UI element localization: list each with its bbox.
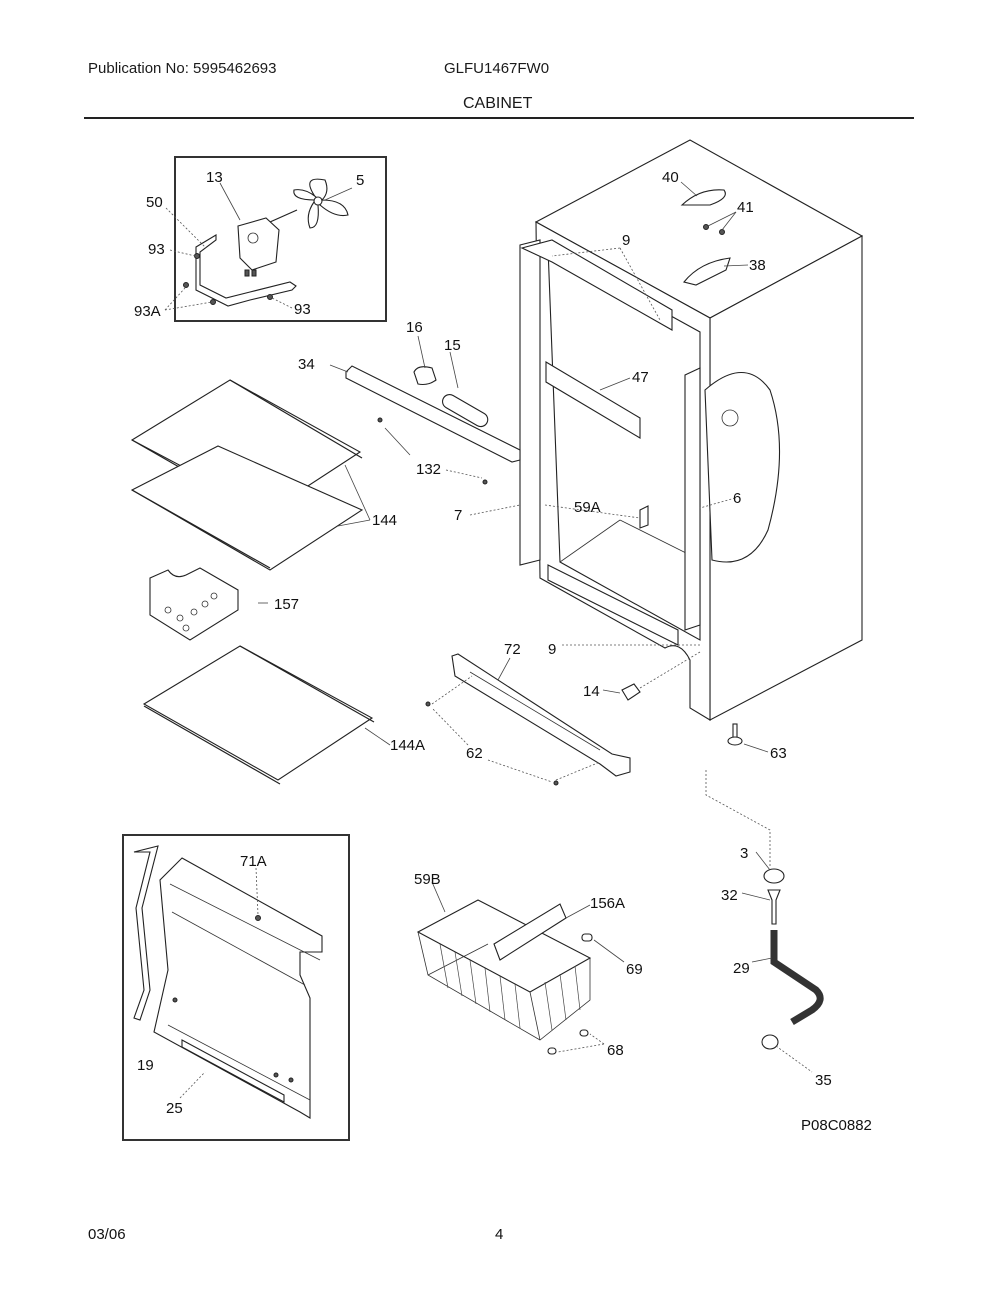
callout-93: 93 bbox=[294, 301, 311, 318]
top-breaker-strip bbox=[520, 239, 673, 331]
leveler-part-63: 63 bbox=[705, 723, 787, 868]
screw-93 bbox=[194, 253, 200, 259]
callout-63: 63 bbox=[770, 745, 787, 762]
callout-15: 15 bbox=[444, 337, 461, 354]
screw-62 bbox=[425, 701, 431, 707]
fitting-part-32 bbox=[767, 889, 781, 925]
callout-156A: 156A bbox=[590, 895, 625, 912]
page-number: 4 bbox=[495, 1226, 504, 1243]
callout-16: 16 bbox=[406, 319, 423, 336]
callout-38: 38 bbox=[749, 257, 766, 274]
door-shelf-part-25 bbox=[181, 1039, 285, 1103]
clip-part-68 bbox=[579, 1029, 589, 1037]
callout-13: 13 bbox=[206, 169, 223, 186]
light-assembly: 34 16 15 132 bbox=[298, 319, 521, 485]
socket-part-16 bbox=[413, 366, 437, 386]
clip-part-68 bbox=[547, 1047, 557, 1055]
bracket-part-50 bbox=[195, 234, 297, 307]
shelf-part-144A: 144A bbox=[142, 645, 425, 785]
hook-part-59A bbox=[639, 505, 649, 529]
screw-132 bbox=[377, 417, 383, 423]
fan-motor-inset: 13 5 50 93 93A 93 bbox=[134, 156, 387, 322]
callout-144A: 144A bbox=[390, 737, 425, 754]
shelves-144: 144 bbox=[130, 379, 397, 571]
cap-part-3 bbox=[763, 868, 785, 884]
callout-93A: 93A bbox=[134, 303, 161, 320]
door-liner-panel bbox=[153, 857, 323, 1119]
footer-date: 03/06 bbox=[88, 1226, 126, 1243]
callout-72: 72 bbox=[504, 641, 521, 658]
screw-62 bbox=[553, 780, 559, 786]
wire-basket-part-59B: 59B 156A 69 68 bbox=[414, 871, 643, 1059]
callout-34: 34 bbox=[298, 356, 315, 373]
publication-number: Publication No: 5995462693 bbox=[88, 60, 277, 77]
header-rule bbox=[84, 117, 914, 119]
diagram-code: P08C0882 bbox=[801, 1117, 872, 1134]
kickplate-part-72: 72 62 bbox=[425, 641, 631, 786]
door-switch-part-14: 14 bbox=[583, 651, 701, 701]
light-cover-part-34 bbox=[345, 365, 521, 463]
inset-frame bbox=[122, 834, 350, 1141]
callout-9-bottom: 9 bbox=[548, 641, 556, 658]
callout-132: 132 bbox=[416, 461, 441, 478]
callout-6: 6 bbox=[733, 490, 741, 507]
screw-41 bbox=[703, 224, 709, 230]
callout-47: 47 bbox=[632, 369, 649, 386]
shelf-144-lower bbox=[130, 445, 364, 571]
evaporator-cover bbox=[704, 371, 781, 563]
left-door-strip bbox=[519, 239, 541, 566]
screw bbox=[273, 1072, 279, 1078]
screw-93A bbox=[183, 282, 189, 288]
screw-71A bbox=[255, 915, 261, 921]
model-number: GLFU1467FW0 bbox=[444, 60, 550, 77]
callout-14: 14 bbox=[583, 683, 600, 700]
callout-3: 3 bbox=[740, 845, 748, 862]
callout-40: 40 bbox=[662, 169, 679, 186]
fan-motor-part-13 bbox=[237, 209, 298, 277]
callout-25: 25 bbox=[166, 1100, 183, 1117]
callout-62: 62 bbox=[466, 745, 483, 762]
callout-5: 5 bbox=[356, 172, 364, 189]
callout-50: 50 bbox=[146, 194, 163, 211]
callout-68: 68 bbox=[607, 1042, 624, 1059]
callout-69: 69 bbox=[626, 961, 643, 978]
callout-144: 144 bbox=[372, 512, 397, 529]
callout-41: 41 bbox=[737, 199, 754, 216]
callout-29: 29 bbox=[733, 960, 750, 977]
door-panel-inset: 71A 19 25 bbox=[122, 834, 350, 1141]
screw-41 bbox=[719, 229, 725, 235]
rail-part-47 bbox=[545, 361, 641, 439]
bulb-part-15 bbox=[442, 394, 489, 428]
right-door-strip bbox=[684, 367, 701, 631]
screw bbox=[288, 1077, 294, 1083]
section-title: CABINET bbox=[463, 95, 533, 112]
callout-59B: 59B bbox=[414, 871, 441, 888]
clip-part-69 bbox=[581, 933, 593, 942]
screw-93A bbox=[210, 299, 216, 305]
gasket-part-19 bbox=[133, 845, 159, 1021]
inset-frame bbox=[174, 156, 387, 322]
drain-assembly: 3 32 29 35 bbox=[721, 845, 832, 1089]
callout-59A: 59A bbox=[574, 499, 601, 516]
callout-7: 7 bbox=[454, 507, 462, 524]
drain-tube-part-29 bbox=[770, 930, 824, 1026]
basket-part-157: 157 bbox=[149, 567, 299, 641]
callout-93: 93 bbox=[148, 241, 165, 258]
screw-93 bbox=[267, 294, 273, 300]
screw-132 bbox=[482, 479, 488, 485]
callout-157: 157 bbox=[274, 596, 299, 613]
callout-32: 32 bbox=[721, 887, 738, 904]
callout-9-top: 9 bbox=[622, 232, 630, 249]
screw bbox=[172, 997, 178, 1003]
hinge-part-38 bbox=[683, 257, 731, 286]
clip-part-35 bbox=[761, 1034, 779, 1050]
cabinet-body: 40 41 38 9 47 59A 6 7 9 bbox=[454, 139, 864, 721]
callout-71A: 71A bbox=[240, 853, 267, 870]
callout-35: 35 bbox=[815, 1072, 832, 1089]
callout-19: 19 bbox=[137, 1057, 154, 1074]
fan-blade-part-5 bbox=[293, 178, 349, 229]
hinge-cover-part-40 bbox=[680, 189, 726, 206]
